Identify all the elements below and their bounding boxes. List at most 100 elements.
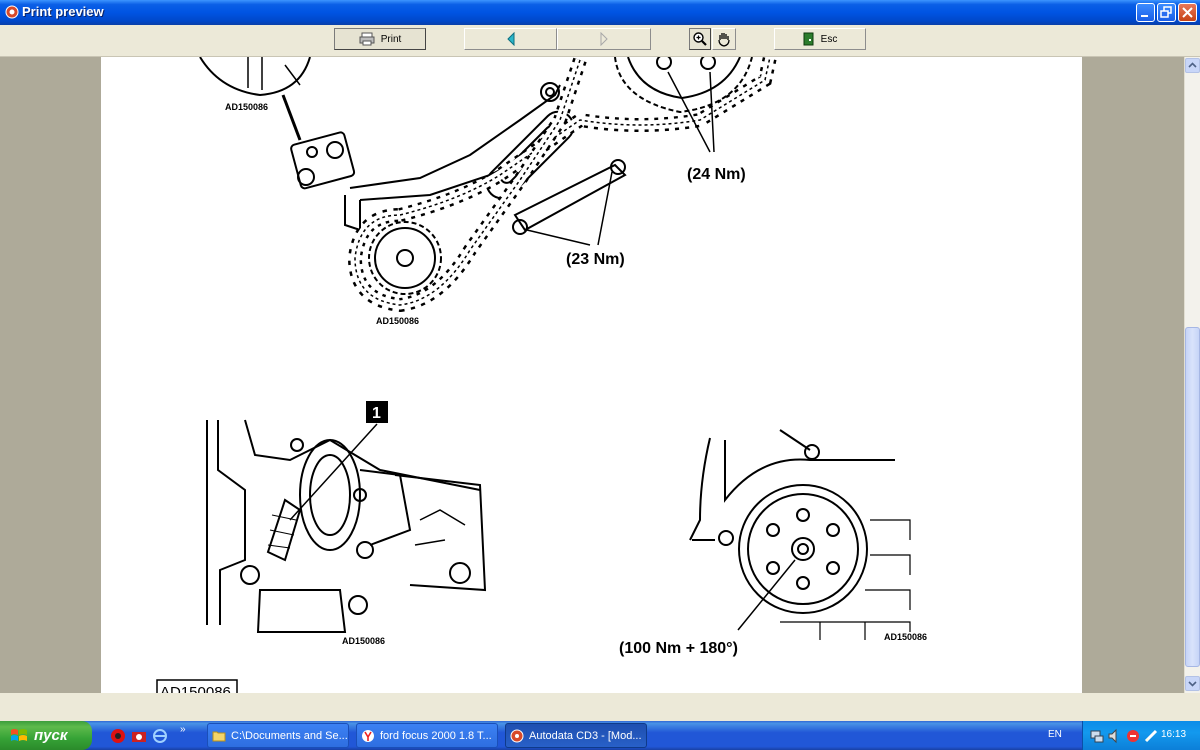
camera-icon[interactable]	[131, 728, 147, 744]
seal-bolt-6	[290, 438, 304, 452]
pulley-hub	[791, 537, 815, 561]
print-button[interactable]: Print	[334, 28, 426, 50]
close-icon	[1182, 7, 1193, 18]
guide-pivot-bolt	[540, 82, 560, 102]
torque-label-24: (24 Nm)	[687, 166, 746, 183]
yandex-browser-icon	[362, 729, 374, 742]
restore-button[interactable]	[1157, 3, 1176, 22]
seal-housing-left	[206, 420, 246, 625]
tensioner-bolt-1	[326, 141, 344, 159]
crank-sprocket	[374, 227, 436, 289]
tensioner-arm	[344, 195, 361, 232]
ref-code-chain: AD150086	[376, 316, 419, 326]
seal-housing-top	[244, 419, 481, 491]
seal-tool	[266, 498, 302, 562]
timing-chain-upper	[398, 57, 777, 222]
seal-shaft	[359, 469, 412, 546]
ref-code-bottom: AD150086	[160, 684, 231, 693]
minimize-button[interactable]	[1136, 3, 1155, 22]
zoom-in-icon	[693, 32, 707, 46]
cam-bolt-1	[656, 57, 672, 70]
ref-code-seal: AD150086	[342, 636, 385, 646]
arrow-right-icon	[600, 32, 608, 46]
pulley-housing-top	[724, 440, 895, 503]
seal-ring-inner	[309, 454, 351, 536]
cam-sprocket-teeth	[614, 57, 753, 114]
pulley-outer	[738, 484, 868, 614]
pulley-housing-left	[689, 437, 711, 541]
crankshaft-seal-drawing	[206, 419, 487, 633]
next-page-button[interactable]	[557, 28, 651, 50]
esc-button[interactable]: Esc	[774, 28, 866, 50]
task-browser[interactable]: ford focus 2000 1.8 T...	[356, 723, 498, 748]
seal-tool-hatch	[267, 514, 297, 549]
title-bar: Print preview	[0, 0, 1200, 25]
pulley-hole-5	[766, 561, 780, 575]
ref-code-pulley: AD150086	[884, 632, 927, 642]
crank-pulley-drawing	[689, 429, 911, 640]
timing-chain-upper-links	[399, 57, 771, 216]
network-icon[interactable]	[1089, 728, 1105, 744]
pulley-hole-4	[796, 576, 810, 590]
torque-label-100: (100 Nm + 180°)	[619, 640, 738, 657]
hand-icon	[718, 33, 730, 47]
start-button[interactable]: пуск	[0, 721, 92, 750]
folder-icon	[212, 731, 226, 741]
seal-bolt-4	[240, 565, 260, 585]
ref-code-box	[156, 679, 238, 693]
close-button[interactable]	[1178, 3, 1197, 22]
preview-area: AD150086 (24 Nm) (23 Nm) AD150086 1 AD15…	[0, 57, 1184, 693]
app-icon	[5, 5, 19, 19]
guide-rail-outer	[349, 84, 561, 189]
esc-label: Esc	[820, 33, 838, 45]
pulley-background-lines	[780, 519, 911, 640]
restore-icon	[1160, 6, 1172, 18]
previous-page-button[interactable]	[464, 28, 557, 50]
timing-chain-diagram: AD150086 (24 Nm) (23 Nm) AD150086 1 AD15…	[156, 57, 927, 693]
vertical-scrollbar[interactable]	[1184, 57, 1200, 693]
seal-detail	[414, 509, 466, 546]
scroll-thumb[interactable]	[1185, 327, 1200, 667]
ref-pointer	[281, 94, 302, 141]
arrow-left-icon	[506, 32, 514, 46]
volume-icon[interactable]	[1107, 728, 1123, 744]
clock[interactable]: 16:13	[1161, 729, 1187, 740]
pan-button[interactable]	[712, 28, 736, 50]
pulley-side-bolt	[718, 530, 734, 546]
pulley-hub-center	[797, 543, 809, 555]
language-indicator[interactable]: EN	[1048, 729, 1062, 740]
callout-1-leader	[289, 423, 378, 521]
quick-launch-more-icon[interactable]: »	[180, 724, 186, 735]
task-documents-label: C:\Documents and Se...	[231, 729, 348, 742]
torque-100-leader	[737, 559, 796, 631]
status-area	[0, 693, 1200, 721]
crank-sprocket-hub	[396, 249, 414, 267]
torque-23-leaders	[526, 171, 613, 246]
pulley-top-bolt	[804, 444, 820, 460]
task-documents[interactable]: C:\Documents and Se...	[207, 723, 349, 748]
scroll-up-button[interactable]	[1185, 58, 1200, 73]
antivirus-icon[interactable]	[1125, 728, 1141, 744]
opera-icon[interactable]	[110, 728, 126, 744]
printer-icon	[359, 32, 375, 46]
timing-chain-lower-inner	[350, 58, 585, 310]
lower-guide-bolt-2	[512, 219, 528, 235]
pulley-hole-3	[826, 561, 840, 575]
windows-flag-icon	[11, 728, 27, 741]
chevron-down-icon	[1188, 681, 1197, 687]
callout-1-number: 1	[372, 405, 381, 422]
security-icon[interactable]	[1143, 728, 1159, 744]
internet-explorer-icon[interactable]	[152, 728, 168, 744]
lower-guide	[513, 163, 627, 232]
task-autodata[interactable]: Autodata CD3 - [Mod...	[505, 723, 647, 748]
seal-bolt-1	[353, 488, 367, 502]
print-label: Print	[380, 33, 402, 45]
guide-pivot-bolt-center	[545, 87, 555, 97]
torque-label-23: (23 Nm)	[566, 251, 625, 268]
scroll-down-button[interactable]	[1185, 676, 1200, 691]
tensioner-body	[290, 131, 356, 190]
preview-page: AD150086 (24 Nm) (23 Nm) AD150086 1 AD15…	[101, 57, 1082, 693]
seal-bolt-2	[356, 541, 374, 559]
zoom-button[interactable]	[689, 28, 711, 50]
torque-24-leaders	[667, 71, 715, 153]
